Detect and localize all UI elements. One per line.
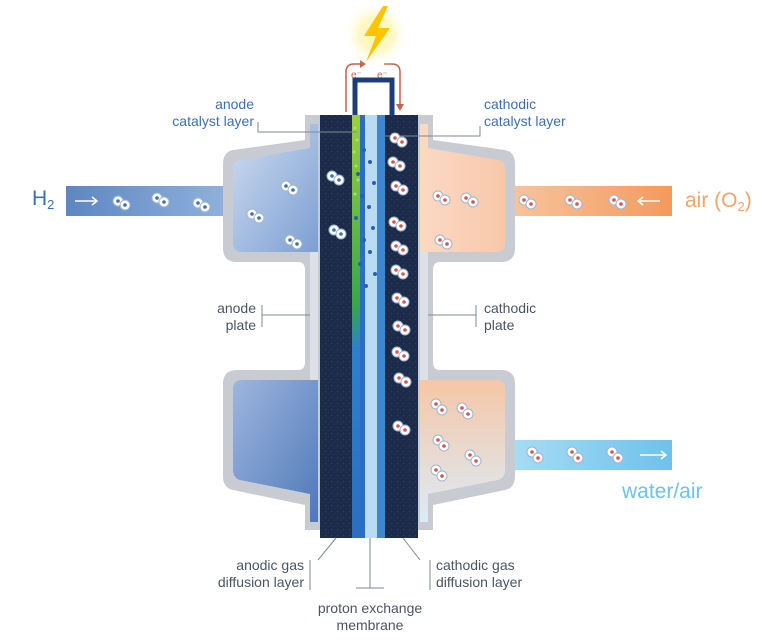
catalyst-particles — [352, 126, 360, 196]
pipe-arrows — [75, 196, 668, 460]
hydrogen-molecule — [335, 228, 347, 240]
oxygen-molecule — [398, 350, 410, 362]
anode-chamber-bottom — [233, 380, 318, 522]
cathodic-catalyst-label-line2: catalyst layer — [484, 113, 566, 129]
cathode-chamber-bottom — [420, 380, 505, 522]
oxygen-molecule — [397, 244, 409, 256]
electron-label-left: e⁻ — [351, 70, 362, 81]
air-label: air (O2) — [685, 189, 752, 219]
anode-plate-label-line1: anode — [217, 300, 256, 316]
water-molecule — [438, 440, 450, 452]
water-molecule — [436, 404, 448, 416]
cathodic-plate-label: cathodic plate — [484, 300, 536, 334]
water-molecule — [436, 470, 448, 482]
cathode-catalyst-layer — [377, 115, 385, 538]
hydrogen-molecule — [119, 199, 131, 211]
leader-lines — [257, 122, 481, 590]
cathodic-plate-label-line2: plate — [484, 317, 515, 333]
electron-label-right: e⁻ — [377, 70, 388, 81]
hydrogen-molecule — [291, 238, 303, 250]
external-wire — [352, 77, 395, 115]
anode-catalyst-label: anode catalyst layer — [154, 96, 254, 130]
anode-catalyst-label-line1: anode — [215, 96, 254, 112]
cathodic-plate-label-line1: cathodic — [484, 300, 537, 316]
cathodic-gdl-label-line2: diffusion layer — [436, 574, 523, 590]
oxygen-molecule — [441, 238, 453, 250]
anode-membrane-edge — [360, 115, 365, 538]
water-molecule — [532, 452, 544, 464]
anode-plate-label-line2: plate — [225, 317, 256, 333]
water-molecule — [566, 446, 578, 458]
hydrogen-molecule — [253, 212, 265, 224]
air-label-main: air (O — [685, 189, 738, 212]
hydrogen-molecule — [287, 184, 299, 196]
pem-label: proton exchange membrane — [300, 600, 440, 634]
cathodic-gdl-label-line1: cathodic gas — [436, 557, 515, 573]
oxygen-molecule — [396, 136, 408, 148]
oxygen-molecule — [439, 194, 451, 206]
oxygen-molecule — [399, 424, 411, 436]
oxygen-molecule — [525, 198, 537, 210]
air-label-sub: 2 — [737, 199, 745, 214]
pem-label-line2: membrane — [336, 617, 404, 633]
oxygen-molecule — [394, 160, 406, 172]
anodic-gdl-label-line2: diffusion layer — [217, 574, 304, 590]
pem-label-line1: proton exchange — [317, 600, 423, 616]
anode-catalyst-label-line2: catalyst layer — [172, 113, 254, 129]
cathodic-catalyst-label: cathodic catalyst layer — [484, 96, 566, 130]
water-air-label-text: water/air — [622, 480, 703, 503]
electron-arrow-right — [384, 63, 401, 104]
air-label-close: ) — [744, 189, 752, 212]
water-molecule — [462, 408, 474, 420]
anodic-gdl-label-line1: anodic gas — [236, 557, 304, 573]
electron-arrowhead-right — [396, 104, 404, 111]
water-air-label: water/air — [622, 480, 703, 504]
hydrogen-label-sub: 2 — [47, 197, 55, 212]
cathode-chamber-top — [420, 124, 505, 252]
water-molecule — [612, 452, 624, 464]
oxygen-molecule — [400, 376, 412, 388]
electron-arrow-left — [345, 63, 360, 112]
oxygen-molecule — [398, 296, 410, 308]
hydrogen-molecule — [158, 196, 170, 208]
water-molecule — [470, 455, 482, 467]
oxygen-molecule — [615, 198, 627, 210]
oxygen-molecule — [395, 220, 407, 232]
oxygen-molecule — [467, 196, 479, 208]
oxygen-molecule — [397, 268, 409, 280]
anode-plate-label: anode plate — [196, 300, 256, 334]
cathodic-gdl-label: cathodic gas diffusion layer — [436, 557, 522, 591]
cathode-plate-bar — [420, 252, 428, 380]
lightning-bolt-icon — [364, 6, 390, 62]
anode-catalyst-layer — [352, 115, 360, 538]
hydrogen-molecule — [199, 201, 211, 213]
oxygen-molecule — [399, 324, 411, 336]
oxygen-molecule — [397, 184, 409, 196]
anodic-gdl-label: anodic gas diffusion layer — [196, 557, 304, 591]
hydrogen-label: H2 — [32, 187, 54, 217]
proton-particles — [354, 148, 377, 288]
proton-exchange-membrane — [365, 115, 377, 538]
cathodic-catalyst-label-line1: cathodic — [484, 96, 537, 112]
anode-plate-bar — [310, 252, 318, 380]
hydrogen-label-main: H — [32, 187, 48, 210]
hydrogen-molecule — [333, 174, 345, 186]
oxygen-molecule — [571, 198, 583, 210]
anodic-gas-diffusion-layer — [320, 115, 352, 538]
water-molecule — [572, 452, 584, 464]
